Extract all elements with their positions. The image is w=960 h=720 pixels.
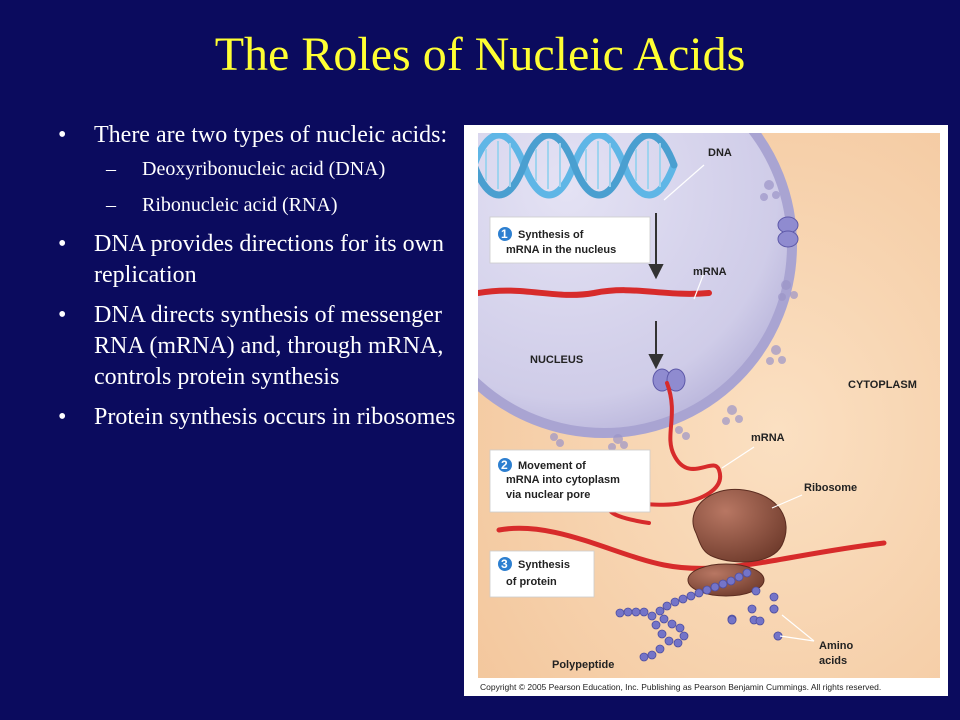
step-badge <box>498 227 512 241</box>
step-3-box: 3 Synthesis of protein <box>489 550 595 598</box>
dna-helix <box>478 133 678 199</box>
step-text: mRNA in the nucleus <box>506 244 616 256</box>
step-text: Synthesis <box>518 559 570 571</box>
sub-bullet-marker: – <box>106 158 116 180</box>
label-dna: DNA <box>708 147 732 159</box>
label-amino: Amino <box>819 640 854 652</box>
bullet-item-dna-replication: • DNA provides directions for its own re… <box>56 229 456 291</box>
step-2-box: 2 Movement of mRNA into cytoplasm via nu… <box>489 449 651 513</box>
slide-title: The Roles of Nucleic Acids <box>214 28 746 81</box>
label-cytoplasm: CYTOPLASM <box>848 379 917 391</box>
sub-bullet-list: – Deoxyribonucleic acid (DNA) – Ribonucl… <box>94 157 456 218</box>
step-text: via nuclear pore <box>506 489 590 501</box>
copyright-text: Copyright © 2005 Pearson Education, Inc.… <box>480 682 881 692</box>
bullet-text: Protein synthesis occurs in ribosomes <box>94 404 456 430</box>
step-number: 3 <box>501 557 508 571</box>
label-ribosome: Ribosome <box>804 482 857 494</box>
step-number: 2 <box>501 458 508 472</box>
bullet-item-ribosomes: • Protein synthesis occurs in ribosomes <box>56 402 456 433</box>
label-nucleus: NUCLEUS <box>530 354 583 366</box>
sub-bullet-rna: – Ribonucleic acid (RNA) <box>94 193 456 218</box>
bullet-marker: • <box>58 302 67 328</box>
amino-acids <box>727 586 783 641</box>
figure-illustration: DNA mRNA NUCLEUS CYTOPLASM mRNA Ribosome… <box>478 133 940 692</box>
sub-bullet-text: Ribonucleic acid (RNA) <box>142 194 338 216</box>
nuclear-envelope-texture <box>550 180 798 451</box>
arrow-mrna-to-pore <box>648 321 664 370</box>
sub-bullet-dna: – Deoxyribonucleic acid (DNA) <box>94 157 456 182</box>
protein-synthesis-figure: DNA mRNA NUCLEUS CYTOPLASM mRNA Ribosome… <box>464 125 948 696</box>
dna-base-pairs <box>485 141 661 189</box>
label-acids: acids <box>819 655 847 667</box>
step-badge <box>498 557 512 571</box>
bullet-marker: • <box>58 231 67 257</box>
step-text: Synthesis of <box>518 229 584 241</box>
step-number: 1 <box>501 227 508 241</box>
sub-bullet-text: Deoxyribonucleic acid (DNA) <box>142 158 386 180</box>
bullet-text: DNA provides directions for its own repl… <box>94 231 444 288</box>
label-polypeptide: Polypeptide <box>552 659 614 671</box>
mrna-strand-nucleus <box>478 287 712 298</box>
bullet-item-nucleic-acid-types: • There are two types of nucleic acids: … <box>56 120 456 218</box>
step-text: mRNA into cytoplasm <box>506 474 620 486</box>
arrow-dna-to-mrna <box>648 213 664 280</box>
step-text: of protein <box>506 576 557 588</box>
bullet-text: DNA directs synthesis of messenger RNA (… <box>94 302 444 390</box>
mrna-strand-ribosome <box>496 525 887 571</box>
nuclear-pore-top <box>777 216 799 248</box>
step-1-box: 1 Synthesis of mRNA in the nucleus <box>489 216 651 264</box>
polypeptide-chain <box>615 568 752 662</box>
bullet-item-mrna-synthesis: • DNA directs synthesis of messenger RNA… <box>56 300 456 393</box>
sub-bullet-marker: – <box>106 194 116 216</box>
step-badge <box>498 458 512 472</box>
bullet-marker: • <box>58 404 67 430</box>
bullet-marker: • <box>58 122 67 148</box>
bullet-text: There are two types of nucleic acids: <box>94 122 448 148</box>
leader-lines <box>663 164 815 642</box>
label-mrna-cytoplasm: mRNA <box>751 432 785 444</box>
step-text: Movement of <box>518 460 586 472</box>
label-mrna-nucleus: mRNA <box>693 266 727 278</box>
bullet-list: • There are two types of nucleic acids: … <box>56 120 456 442</box>
